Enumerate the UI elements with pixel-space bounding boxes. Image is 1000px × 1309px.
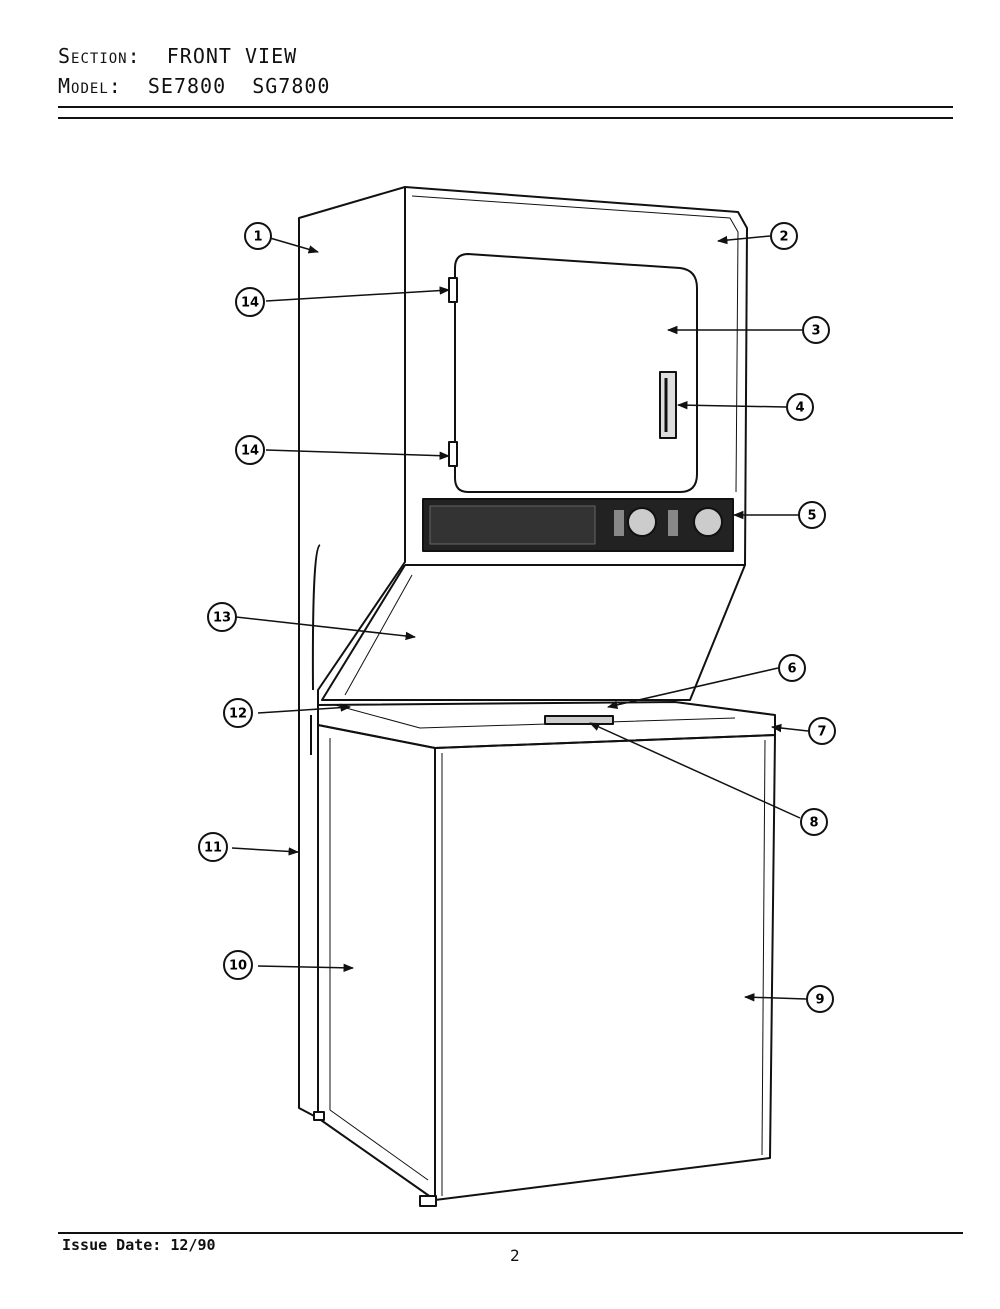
svg-text:14: 14	[241, 296, 259, 311]
washer-side-panel	[317, 724, 436, 1201]
door-handle	[659, 371, 677, 439]
leveling-foot	[313, 1111, 325, 1121]
washer-lid-outline	[334, 704, 736, 729]
callout-8: 8	[800, 808, 828, 836]
header-rule-top	[58, 106, 953, 108]
svg-text:5: 5	[807, 509, 816, 524]
callout-1: 1	[244, 222, 272, 250]
callout-6: 6	[778, 654, 806, 682]
dryer-front-inner	[411, 195, 739, 493]
section-label: Section:	[58, 44, 141, 68]
control-knob-left	[627, 507, 657, 537]
callout-14-lower: 14	[235, 435, 265, 465]
svg-text:11: 11	[204, 841, 222, 856]
callout-7: 7	[808, 717, 836, 745]
callout-14-upper: 14	[235, 287, 265, 317]
callout-12: 12	[223, 698, 253, 728]
svg-text:13: 13	[213, 611, 231, 626]
model-value: SE7800 SG7800	[147, 74, 331, 98]
svg-text:7: 7	[817, 725, 826, 740]
callout-5: 5	[798, 501, 826, 529]
dryer-door	[454, 253, 698, 493]
callout-13: 13	[207, 602, 237, 632]
header-rule-bottom	[58, 117, 953, 119]
leveling-foot	[419, 1195, 437, 1207]
svg-text:9: 9	[815, 993, 824, 1008]
leader-lines	[231, 235, 809, 1002]
section-value: FRONT VIEW	[166, 44, 298, 68]
callout-10: 10	[223, 950, 253, 980]
callout-2: 2	[770, 222, 798, 250]
svg-text:10: 10	[229, 959, 247, 974]
washer-front-panel	[434, 734, 776, 1201]
issue-date: Issue Date: 12/90	[62, 1236, 216, 1254]
section-heading: Section: FRONT VIEW	[58, 44, 297, 68]
svg-text:14: 14	[241, 444, 259, 459]
page-number: 2	[510, 1246, 520, 1265]
svg-text:8: 8	[809, 816, 818, 831]
footer-rule	[58, 1232, 963, 1234]
upper-door-hinge	[448, 277, 458, 303]
svg-text:12: 12	[229, 707, 247, 722]
model-label: Model:	[58, 74, 122, 98]
model-heading: Model: SE7800 SG7800	[58, 74, 330, 98]
svg-text:1: 1	[253, 230, 262, 245]
lid-handle-strip	[544, 715, 614, 725]
control-knob-right	[693, 507, 723, 537]
callout-4: 4	[786, 393, 814, 421]
callout-11: 11	[198, 832, 228, 862]
svg-text:6: 6	[787, 662, 796, 677]
svg-text:2: 2	[779, 230, 788, 245]
svg-text:3: 3	[811, 324, 820, 339]
appliance-drawing	[298, 186, 776, 1207]
side-recess	[311, 544, 321, 691]
callout-9: 9	[806, 985, 834, 1013]
lower-access-panel	[321, 564, 746, 701]
svg-text:4: 4	[795, 401, 804, 416]
callout-3: 3	[802, 316, 830, 344]
lower-door-hinge	[448, 441, 458, 467]
dryer-front-panel	[404, 186, 748, 566]
